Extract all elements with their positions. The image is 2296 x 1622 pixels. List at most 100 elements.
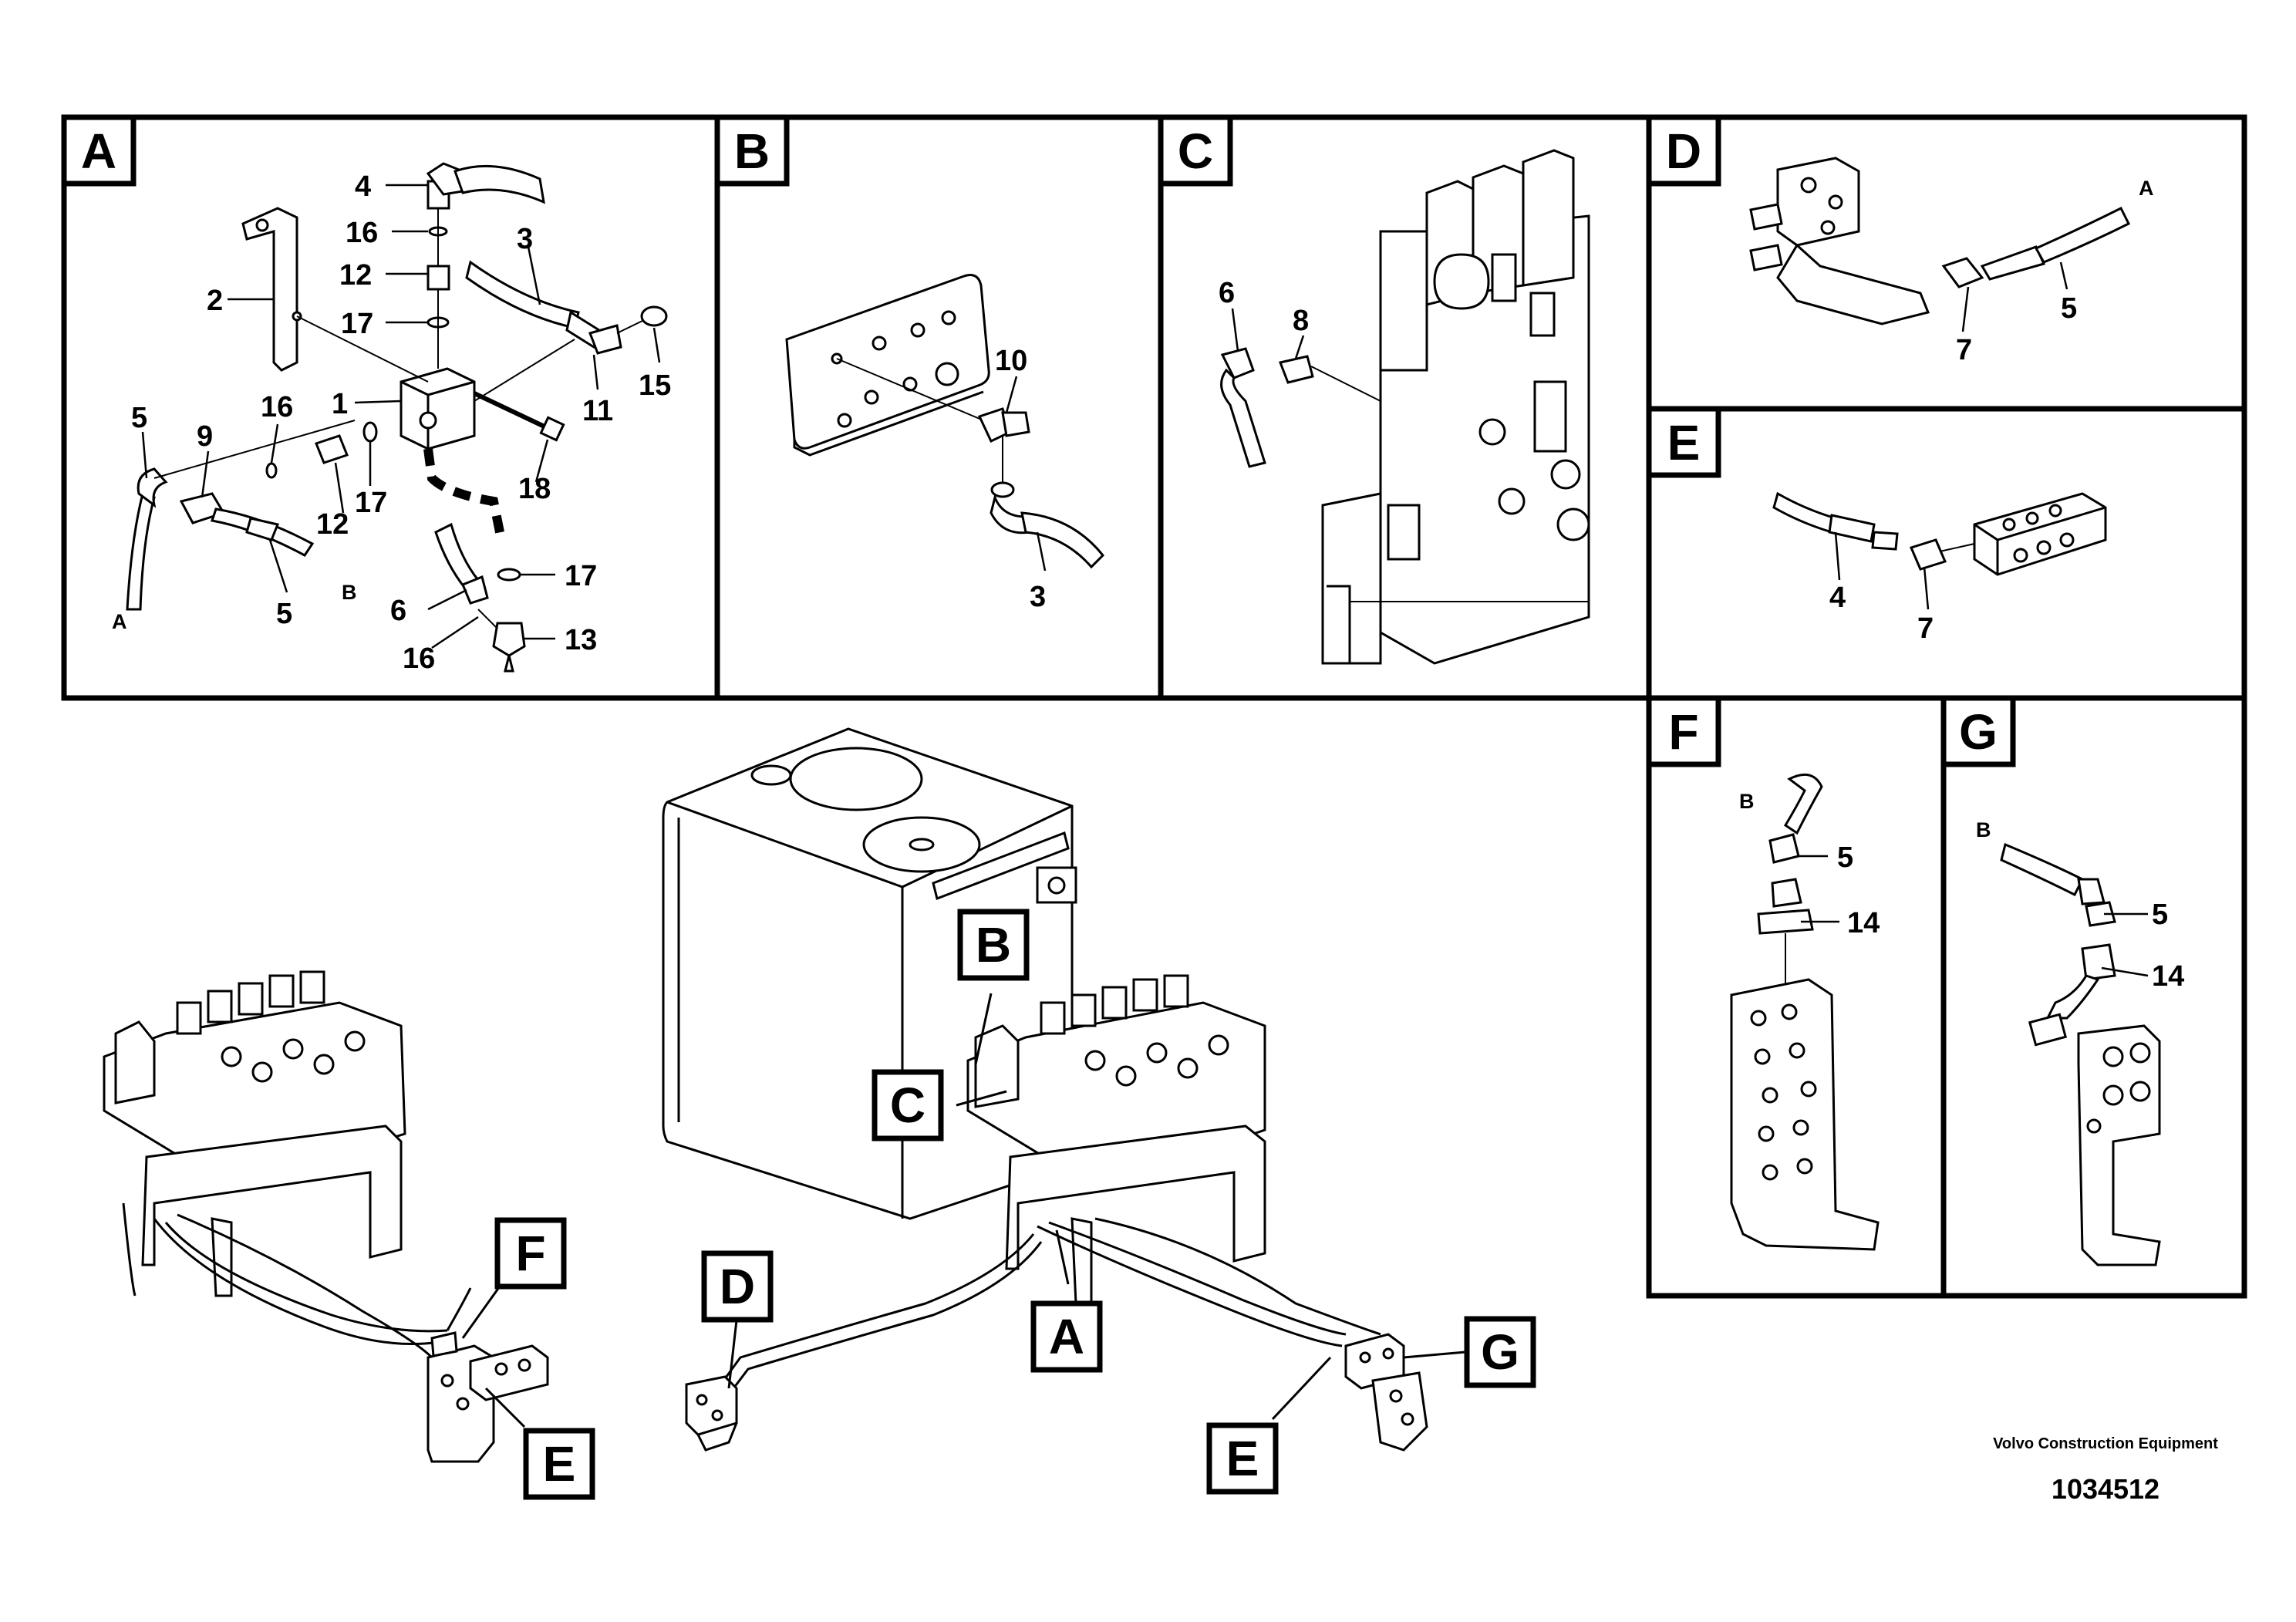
callout-dA: A (2139, 177, 2154, 200)
panel-G-callouts: B 5 14 (1976, 818, 2184, 993)
callout-a5: 5 (131, 402, 147, 434)
overview-tag-E-left: E (523, 1428, 595, 1500)
panel-C-callouts: 6 8 (1219, 277, 1309, 337)
callout-g14: 14 (2152, 960, 2184, 993)
center-valve-assembly (966, 974, 1266, 1305)
left-valve-assembly (103, 970, 406, 1297)
callout-a4: 4 (355, 170, 371, 203)
distribution-block (1973, 492, 2107, 576)
svg-text:E: E (1226, 1431, 1259, 1486)
callout-a12b: 12 (316, 508, 349, 541)
bracket (241, 207, 298, 372)
overview-tag-D: D (701, 1250, 774, 1323)
overview-tag-C: C (872, 1069, 944, 1141)
callout-e4: 4 (1829, 582, 1846, 614)
panel-B-callouts: 10 3 (995, 345, 1046, 613)
svg-text:E: E (1667, 415, 1701, 470)
callout-a11: 11 (582, 395, 613, 427)
callout-a5b: 5 (276, 598, 292, 630)
callout-b3: 3 (1030, 581, 1046, 613)
svg-text:C: C (1178, 123, 1213, 179)
callout-aB: B (342, 581, 357, 604)
svg-text:C: C (890, 1077, 925, 1133)
panel-E-drawing (1772, 491, 2107, 576)
callout-c6: 6 (1219, 277, 1235, 309)
left-manifold-blocks (426, 1331, 549, 1463)
panel-A-drawing (126, 162, 668, 673)
svg-text:B: B (976, 917, 1011, 973)
callout-a17: 17 (341, 308, 373, 340)
callout-f5: 5 (1837, 841, 1853, 874)
manifold-bracket (1776, 157, 1860, 247)
svg-text:D: D (720, 1259, 755, 1314)
overview-tag-B: B (957, 909, 1030, 981)
panel-C-leaders (1231, 308, 1305, 359)
overview-tag-F: F (494, 1217, 567, 1290)
overview-tag-A: A (1030, 1300, 1103, 1373)
panel-D-leaders (1961, 261, 2068, 332)
callout-a17b: 17 (355, 487, 387, 519)
callout-d5: 5 (2061, 292, 2077, 325)
valve-plate (1730, 978, 1880, 1251)
panel-label-B: B (714, 114, 790, 187)
svg-text:F: F (1668, 704, 1698, 760)
callout-a16c: 16 (403, 642, 435, 675)
d-bracket-overview (685, 1375, 738, 1452)
panel-A-callouts: 4 16 3 12 2 17 11 15 1 5 9 16 12 17 18 1… (112, 170, 671, 675)
callout-a16b: 16 (261, 391, 293, 423)
svg-text:F: F (515, 1226, 545, 1281)
callout-a16: 16 (346, 217, 378, 249)
callout-f14: 14 (1847, 907, 1880, 939)
callout-a15: 15 (639, 369, 671, 402)
mounting-plate (785, 274, 990, 450)
panel-F-drawing (1730, 773, 1880, 1251)
callout-a6: 6 (390, 595, 406, 627)
callout-a2: 2 (207, 285, 223, 317)
callout-a9: 9 (197, 420, 213, 453)
callout-d7: 7 (1956, 334, 1972, 366)
panel-G-leaders (2101, 912, 2149, 977)
svg-text:G: G (1481, 1324, 1519, 1380)
company-name: Volvo Construction Equipment (1993, 1435, 2218, 1452)
center-hoses (708, 1217, 1381, 1411)
panel-label-D: D (1646, 114, 1721, 187)
svg-text:A: A (1049, 1309, 1084, 1364)
document-number: 1034512 (2051, 1473, 2160, 1505)
valve-block (400, 367, 476, 450)
callout-a17c: 17 (565, 560, 597, 592)
callout-g5: 5 (2152, 899, 2168, 931)
panel-G-drawing (2000, 842, 2161, 1266)
eg-blocks-overview (1344, 1333, 1428, 1452)
panel-label-C: C (1158, 114, 1233, 187)
callout-c8: 8 (1293, 305, 1309, 337)
svg-text:B: B (734, 123, 770, 179)
callout-e7: 7 (1917, 612, 1934, 645)
callout-gB: B (1976, 818, 1991, 841)
svg-text:A: A (81, 123, 116, 179)
panel-label-F: F (1646, 695, 1721, 767)
callout-a3: 3 (517, 223, 533, 255)
callout-a13: 13 (565, 624, 597, 656)
panel-label-A: A (61, 114, 137, 187)
panel-label-G: G (1940, 695, 2016, 767)
overview-leaders (461, 993, 1466, 1428)
panel-label-E: E (1646, 406, 1721, 478)
panel-F-callouts: B 5 14 (1739, 790, 1880, 939)
callout-aA: A (112, 610, 127, 633)
panel-D-drawing (1749, 157, 2131, 325)
callout-fB: B (1739, 790, 1755, 813)
svg-text:D: D (1666, 123, 1701, 179)
svg-text:E: E (543, 1436, 576, 1492)
callout-a18: 18 (518, 473, 551, 505)
callout-a1: 1 (332, 388, 348, 420)
panel-B-leaders (1005, 376, 1047, 572)
overview-tag-E-right: E (1206, 1422, 1279, 1495)
panel-B-drawing (785, 274, 1105, 569)
panel-C-drawing (1220, 149, 1590, 665)
callout-a12: 12 (339, 259, 372, 292)
panel-A-leaders (141, 184, 661, 649)
svg-text:G: G (1959, 704, 1998, 760)
panel-E-callouts: 4 7 (1829, 582, 1934, 645)
panel-D-callouts: A 5 7 (1956, 177, 2154, 366)
